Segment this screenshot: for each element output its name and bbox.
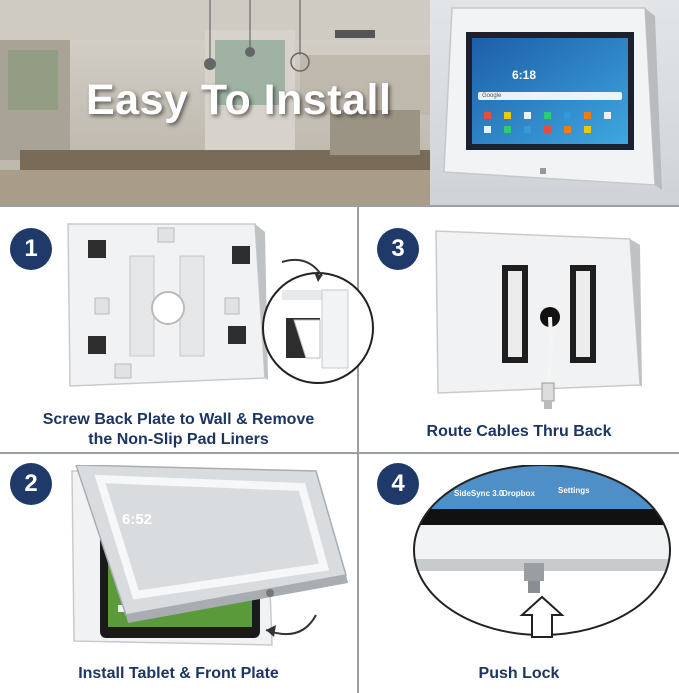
- wall-mounted-tablet-photo: 6:18 Google: [430, 0, 679, 205]
- mounted-tablet-illustration: [443, 7, 662, 190]
- step-3-badge: 3: [377, 228, 419, 270]
- divider-top: [0, 205, 679, 207]
- divider-vertical: [357, 205, 359, 693]
- step-4-screen-label-3: Settings: [558, 486, 590, 495]
- front-plate-install-illustration: [71, 465, 348, 646]
- step-1-caption-line-1: Screw Back Plate to Wall & Remove: [42, 411, 315, 428]
- tablet-clock: 6:18: [512, 68, 537, 82]
- back-plate-illustration: [67, 223, 374, 387]
- step-2-caption: Install Tablet & Front Plate: [78, 665, 279, 682]
- hero-title: Easy To Install: [86, 76, 392, 124]
- step-3-caption: Route Cables Thru Back: [426, 423, 612, 440]
- tablet-search-label: Google: [482, 93, 502, 99]
- divider-middle: [0, 452, 679, 454]
- push-lock-illustration: [413, 465, 671, 638]
- cable-routing-illustration: [435, 230, 642, 409]
- step-2-badge: 2: [10, 463, 52, 505]
- kitchen-background-photo: Easy To Install: [0, 0, 430, 205]
- step-4-badge: 4: [377, 463, 419, 505]
- step-4-screen-label-1: SideSync 3.0: [454, 489, 504, 498]
- hero-banner: Easy To Install 6:18 Google: [0, 0, 679, 205]
- step-2-screen-clock: 6:52: [122, 511, 153, 528]
- step-4-caption: Push Lock: [478, 665, 560, 682]
- kitchen-scene-illustration: [0, 0, 430, 205]
- step-4-screen-label-2: Dropbox: [502, 489, 535, 498]
- step-1-caption-line-2: the Non-Slip Pad Liners: [88, 431, 269, 448]
- step-1-caption: Screw Back Plate to Wall & Remove the No…: [0, 410, 357, 450]
- step-1-badge: 1: [10, 228, 52, 270]
